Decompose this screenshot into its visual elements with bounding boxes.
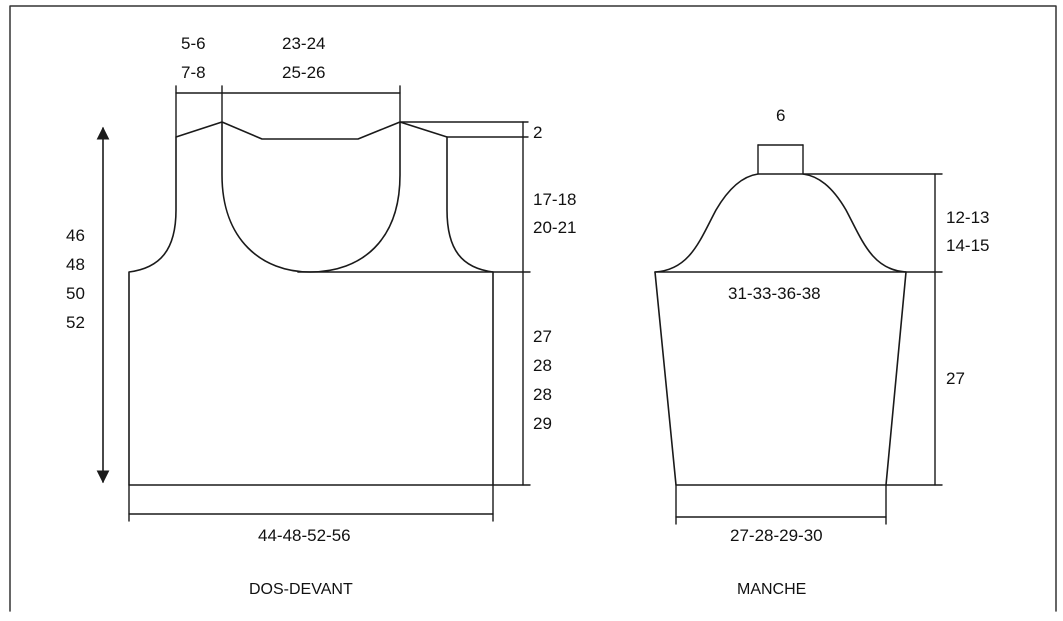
body-outline <box>128 121 494 486</box>
frame-border <box>9 5 1057 612</box>
body-length-label: 28 <box>533 356 552 375</box>
total-length-label: 52 <box>66 313 85 332</box>
neck-width-label: 25-26 <box>282 63 326 82</box>
sleeve-outline <box>654 173 907 486</box>
neck-width-label: 23-24 <box>282 34 326 53</box>
total-length-label: 48 <box>66 255 85 274</box>
body-neckline <box>221 121 401 273</box>
body-length-label: 28 <box>533 385 552 404</box>
shoulder-width-label: 5-6 <box>181 34 206 53</box>
shoulder-width-label: 7-8 <box>181 63 206 82</box>
total-length-label: 50 <box>66 284 85 303</box>
body-width-label: 44-48-52-56 <box>258 526 351 545</box>
body-length-label: 29 <box>533 414 552 433</box>
armhole-depth-label: 17-18 <box>533 190 577 209</box>
sleeve-cap-height-label: 12-13 <box>946 208 990 227</box>
sleeve-caption: MANCHE <box>737 581 807 598</box>
body-caption: DOS-DEVANT <box>249 581 353 598</box>
sleeve-cuff-width-label: 27-28-29-30 <box>730 526 823 545</box>
sleeve-cap-height-label: 14-15 <box>946 236 990 255</box>
shoulder-slope-label: 2 <box>533 123 543 142</box>
sleeve-length-label: 27 <box>946 369 965 388</box>
sleeve-top-width-label: 6 <box>776 106 786 125</box>
body-length-label: 27 <box>533 327 552 346</box>
armhole-depth-label: 20-21 <box>533 218 577 237</box>
total-length-label: 46 <box>66 226 85 245</box>
sleeve-upper-width-label: 31-33-36-38 <box>728 284 821 303</box>
